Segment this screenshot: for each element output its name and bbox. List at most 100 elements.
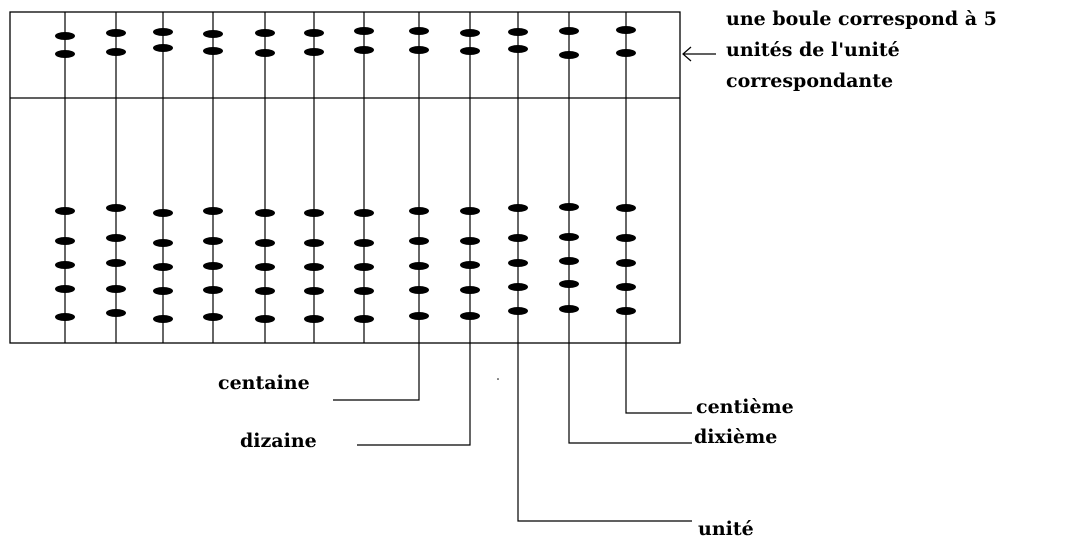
- lower-bead: [409, 207, 429, 215]
- label-dizaine: dizaine: [240, 430, 317, 452]
- lower-bead: [508, 307, 528, 315]
- lower-bead: [508, 204, 528, 212]
- upper-bead: [106, 48, 126, 56]
- lower-bead: [106, 259, 126, 267]
- lower-bead: [354, 239, 374, 247]
- upper-bead: [153, 44, 173, 52]
- upper-bead: [354, 46, 374, 54]
- note-arrow: [682, 46, 716, 62]
- lower-bead: [304, 315, 324, 323]
- lower-bead: [409, 312, 429, 320]
- upper-bead: [616, 49, 636, 57]
- label-dixieme: dixième: [694, 426, 778, 448]
- lower-bead: [409, 237, 429, 245]
- lower-bead: [55, 261, 75, 269]
- lower-bead: [203, 313, 223, 321]
- lower-bead: [106, 285, 126, 293]
- upper-bead: [304, 48, 324, 56]
- label-centieme: centième: [696, 396, 794, 418]
- lower-bead: [255, 209, 275, 217]
- upper-bead: [616, 26, 636, 34]
- lower-bead: [354, 315, 374, 323]
- lower-bead: [559, 233, 579, 241]
- lower-bead: [55, 313, 75, 321]
- abacus-rods: [64, 12, 627, 343]
- upper-bead: [106, 29, 126, 37]
- lower-bead: [255, 287, 275, 295]
- abacus-frame: [9, 11, 681, 344]
- upper-bead: [559, 27, 579, 35]
- lower-bead: [508, 234, 528, 242]
- lower-bead: [616, 204, 636, 212]
- lower-bead: [354, 287, 374, 295]
- label-centaine: centaine: [218, 372, 310, 394]
- lower-bead: [460, 237, 480, 245]
- lower-bead: [460, 261, 480, 269]
- lower-bead: [354, 209, 374, 217]
- upper-bead: [255, 49, 275, 57]
- leader-lines: [333, 343, 692, 522]
- lower-bead: [55, 237, 75, 245]
- lower-bead: [203, 262, 223, 270]
- note-line-1: une boule correspond à 5: [726, 8, 997, 30]
- upper-bead: [460, 29, 480, 37]
- lower-bead: [55, 285, 75, 293]
- lower-bead: [153, 209, 173, 217]
- lower-bead: [508, 259, 528, 267]
- leader-unite: [517, 343, 692, 522]
- upper-bead: [409, 27, 429, 35]
- upper-bead: [203, 30, 223, 38]
- leader-centaine: [333, 343, 420, 401]
- lower-bead: [616, 307, 636, 315]
- upper-bead: [304, 29, 324, 37]
- lower-bead: [409, 286, 429, 294]
- lower-bead: [255, 239, 275, 247]
- upper-bead: [255, 29, 275, 37]
- lower-bead: [616, 283, 636, 291]
- lower-bead: [460, 286, 480, 294]
- lower-bead: [203, 237, 223, 245]
- stray-dot: [497, 378, 499, 380]
- lower-bead: [55, 207, 75, 215]
- upper-bead: [508, 28, 528, 36]
- upper-bead: [55, 32, 75, 40]
- lower-bead: [508, 283, 528, 291]
- label-unite: unité: [698, 518, 754, 540]
- lower-bead: [255, 315, 275, 323]
- lower-bead: [106, 204, 126, 212]
- lower-bead: [106, 234, 126, 242]
- upper-bead: [460, 47, 480, 55]
- note-line-2: unités de l'unité: [726, 39, 900, 61]
- abacus-beads: [55, 26, 636, 323]
- lower-bead: [255, 263, 275, 271]
- leader-centieme: [625, 343, 692, 414]
- leader-dizaine: [357, 343, 471, 446]
- lower-bead: [153, 315, 173, 323]
- lower-bead: [153, 287, 173, 295]
- upper-bead: [203, 47, 223, 55]
- note-line-3: correspondante: [726, 70, 894, 92]
- lower-bead: [460, 207, 480, 215]
- lower-bead: [153, 239, 173, 247]
- lower-bead: [304, 209, 324, 217]
- lower-bead: [559, 203, 579, 211]
- lower-bead: [559, 257, 579, 265]
- upper-bead: [508, 45, 528, 53]
- leader-dixieme: [568, 343, 692, 444]
- lower-bead: [106, 309, 126, 317]
- lower-bead: [559, 280, 579, 288]
- lower-bead: [409, 262, 429, 270]
- lower-bead: [460, 312, 480, 320]
- upper-bead: [55, 50, 75, 58]
- lower-bead: [616, 234, 636, 242]
- lower-bead: [559, 305, 579, 313]
- upper-bead: [153, 28, 173, 36]
- lower-bead: [616, 259, 636, 267]
- lower-bead: [304, 287, 324, 295]
- upper-bead: [409, 46, 429, 54]
- lower-bead: [203, 286, 223, 294]
- lower-bead: [203, 207, 223, 215]
- lower-bead: [354, 263, 374, 271]
- lower-bead: [304, 263, 324, 271]
